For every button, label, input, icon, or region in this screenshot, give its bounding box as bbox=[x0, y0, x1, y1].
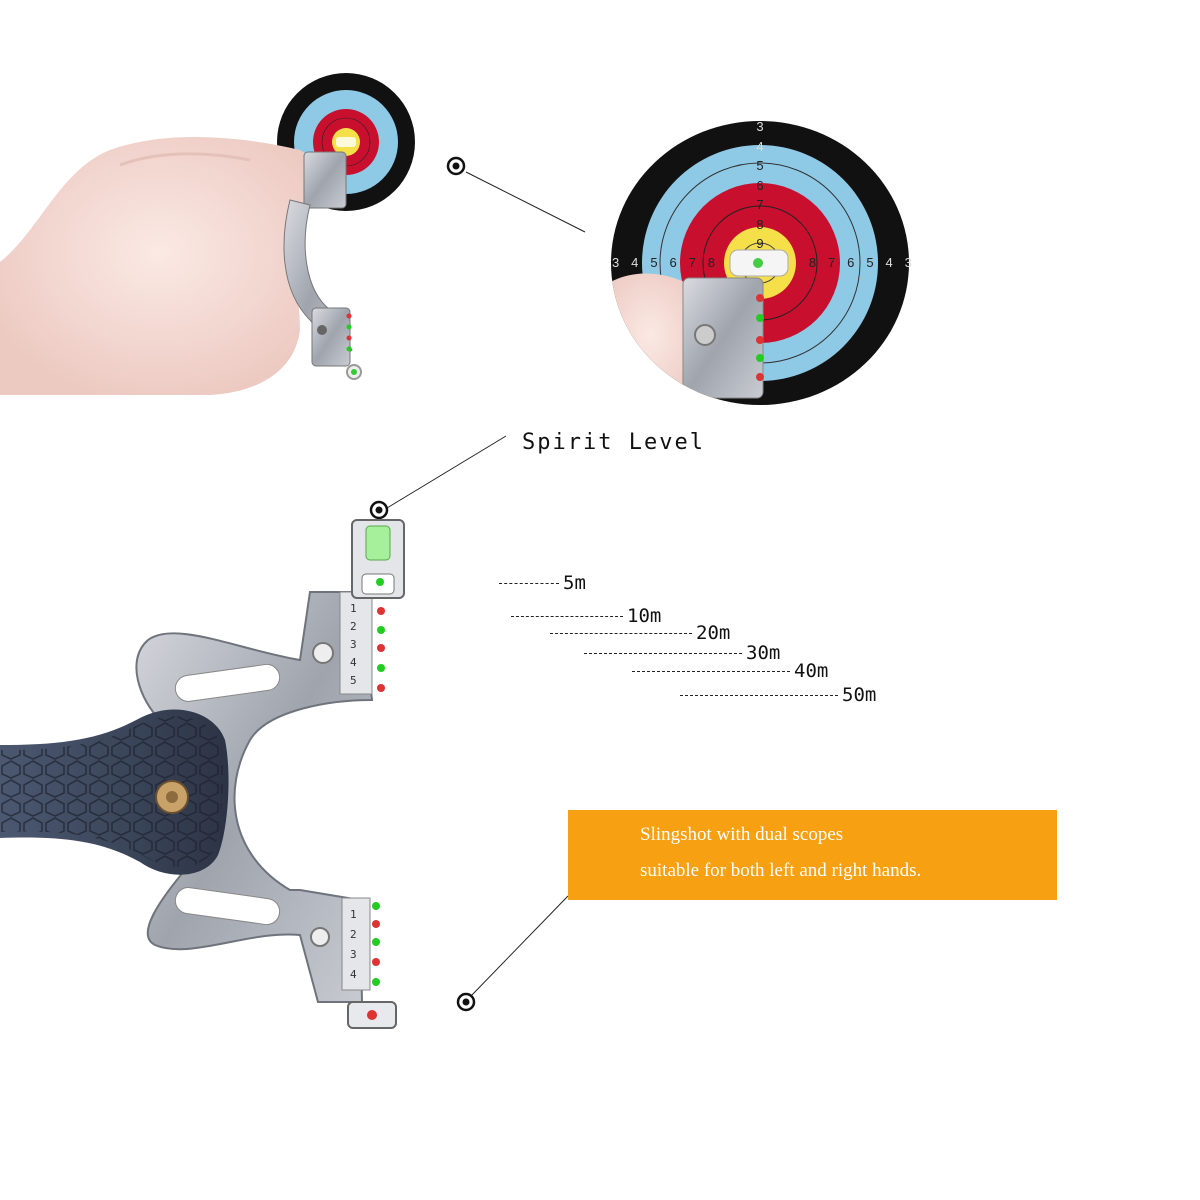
lower-scope-numbers: 1 2 3 4 bbox=[350, 905, 364, 985]
ring-number: 7 bbox=[828, 255, 836, 270]
ring-number: 9 bbox=[756, 236, 764, 251]
callout-pointers bbox=[386, 171, 586, 998]
ring-number: 8 bbox=[808, 255, 817, 270]
spirit-level-icon bbox=[351, 519, 405, 599]
distance-row-50m: 50m bbox=[680, 684, 876, 706]
target-horizontal-numbers: 3 4 5 6 7 8 8 7 6 5 4 3 bbox=[612, 255, 912, 270]
distance-row-40m: 40m bbox=[632, 660, 828, 682]
scope-mark: 5 bbox=[350, 674, 357, 687]
scope-mark: 1 bbox=[350, 908, 357, 921]
hand bbox=[0, 136, 318, 395]
ring-number: 3 bbox=[904, 255, 912, 270]
distance-label: 20m bbox=[696, 622, 731, 644]
spirit-level-label: Spirit Level bbox=[522, 430, 705, 455]
upper-scope-numbers: 1 2 3 4 5 bbox=[350, 600, 364, 690]
ring-number: 7 bbox=[688, 255, 696, 270]
slingshot bbox=[0, 519, 405, 1029]
ring-number: 8 bbox=[707, 255, 716, 270]
ring-number: 6 bbox=[669, 255, 677, 270]
ring-number: 4 bbox=[756, 138, 764, 154]
scope-mark: 3 bbox=[350, 948, 357, 961]
distance-label: 40m bbox=[794, 660, 829, 682]
distance-label: 50m bbox=[842, 684, 877, 706]
dashed-line bbox=[680, 694, 838, 697]
small-slingshot bbox=[283, 151, 362, 380]
ring-number: 4 bbox=[631, 255, 639, 270]
dashed-line bbox=[550, 632, 692, 635]
bullseye-pointer-icon bbox=[369, 156, 476, 1012]
distance-row-5m: 5m bbox=[499, 572, 586, 594]
zoomed-target bbox=[611, 121, 909, 405]
dashed-line bbox=[632, 670, 790, 673]
ring-number: 7 bbox=[756, 197, 764, 212]
scope-mark: 4 bbox=[350, 968, 357, 981]
screw-icon bbox=[155, 642, 334, 947]
distance-row-30m: 30m bbox=[584, 642, 780, 664]
dashed-line bbox=[584, 652, 742, 655]
ring-number: 5 bbox=[650, 255, 658, 270]
dashed-line bbox=[511, 615, 623, 618]
ring-number: 5 bbox=[866, 255, 874, 270]
scope-mark: 1 bbox=[350, 602, 357, 615]
target-vertical-numbers: 3 4 5 6 7 8 9 bbox=[752, 117, 768, 254]
ring-number: 6 bbox=[847, 255, 855, 270]
distance-label: 10m bbox=[627, 605, 662, 627]
scope-mark: 2 bbox=[350, 620, 357, 633]
distance-row-10m: 10m bbox=[511, 605, 661, 627]
scope-mark: 4 bbox=[350, 656, 357, 669]
distance-label: 5m bbox=[563, 572, 586, 594]
feature-banner: Slingshot with dual scopes suitable for … bbox=[568, 810, 1057, 900]
distance-label: 30m bbox=[746, 642, 781, 664]
ring-number: 3 bbox=[756, 119, 764, 134]
ring-number: 5 bbox=[756, 158, 764, 173]
ring-number: 6 bbox=[756, 177, 764, 193]
scope-mark: 3 bbox=[350, 638, 357, 651]
ring-number: 3 bbox=[612, 255, 620, 270]
scope-mark: 2 bbox=[350, 928, 357, 941]
distance-row-20m: 20m bbox=[550, 622, 730, 644]
banner-line-1: Slingshot with dual scopes bbox=[640, 824, 844, 845]
ring-number: 4 bbox=[885, 255, 893, 270]
dashed-line bbox=[499, 582, 559, 585]
ring-number: 8 bbox=[756, 216, 764, 232]
banner-line-2: suitable for both left and right hands. bbox=[640, 860, 922, 881]
